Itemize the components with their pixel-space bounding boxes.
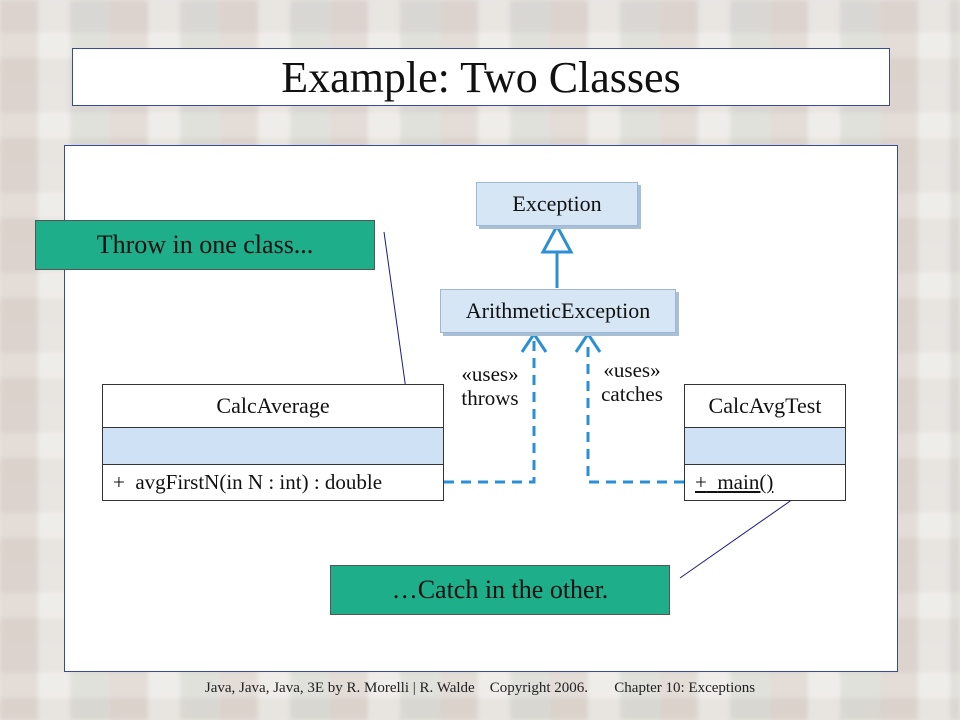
- generalization-arrowhead: [540, 222, 574, 254]
- catch-callout-pointer: [679, 489, 807, 579]
- throw-callout-pointer: [383, 231, 409, 405]
- throws-arrowhead: [520, 331, 548, 353]
- slide-title: Example: Two Classes: [72, 48, 890, 106]
- calc-avg-test-op-text: + main(): [695, 470, 773, 495]
- uses-throws-keyword: throws: [461, 386, 519, 410]
- calc-average-name: CalcAverage: [103, 385, 443, 428]
- catches-arrowhead: [574, 331, 602, 353]
- calc-avg-test-operation: + main(): [685, 465, 845, 500]
- throw-note: Throw in one class...: [35, 220, 375, 270]
- uses-catches-keyword: catches: [601, 382, 663, 406]
- catches-dependency-line: [586, 340, 684, 484]
- calc-average-operation: + avgFirstN(in N : int) : double: [103, 465, 443, 500]
- calc-average-op-signature: avgFirstN(in N : int) : double: [135, 470, 383, 494]
- exception-class-name: Exception: [512, 191, 602, 216]
- uses-throws-stereotype: «uses»: [461, 362, 519, 386]
- uses-catches-label: «uses» catches: [590, 358, 674, 406]
- calc-avg-test-name: CalcAvgTest: [685, 385, 845, 428]
- catch-note: …Catch in the other.: [330, 565, 670, 615]
- calc-average-attributes: [103, 428, 443, 465]
- slide-footer: Java, Java, Java, 3E by R. Morelli | R. …: [0, 680, 960, 697]
- calc-average-class: CalcAverage + avgFirstN(in N : int) : do…: [102, 384, 444, 501]
- footer-chapter: Chapter 10: Exceptions: [614, 680, 756, 696]
- calc-avg-test-attributes: [685, 428, 845, 465]
- slide-title-text: Example: Two Classes: [281, 52, 681, 102]
- calc-avg-test-op-visibility: +: [695, 470, 707, 494]
- catch-note-text: …Catch in the other.: [391, 575, 609, 604]
- footer-copyright: Copyright 2006.: [489, 680, 589, 696]
- uses-catches-stereotype: «uses»: [603, 358, 661, 382]
- exception-class: Exception: [476, 182, 638, 226]
- footer-book: Java, Java, Java, 3E by R. Morelli | R. …: [204, 680, 475, 696]
- calc-avg-test-op-signature: main(): [717, 470, 774, 494]
- throws-dependency-line: [444, 340, 536, 484]
- arithmetic-exception-class: ArithmeticException: [440, 289, 676, 333]
- calc-avg-test-class: CalcAvgTest + main(): [684, 384, 846, 501]
- calc-average-op-visibility: +: [113, 470, 125, 494]
- throw-note-text: Throw in one class...: [96, 230, 314, 259]
- uses-throws-label: «uses» throws: [448, 362, 532, 410]
- arithmetic-exception-class-name: ArithmeticException: [465, 298, 651, 323]
